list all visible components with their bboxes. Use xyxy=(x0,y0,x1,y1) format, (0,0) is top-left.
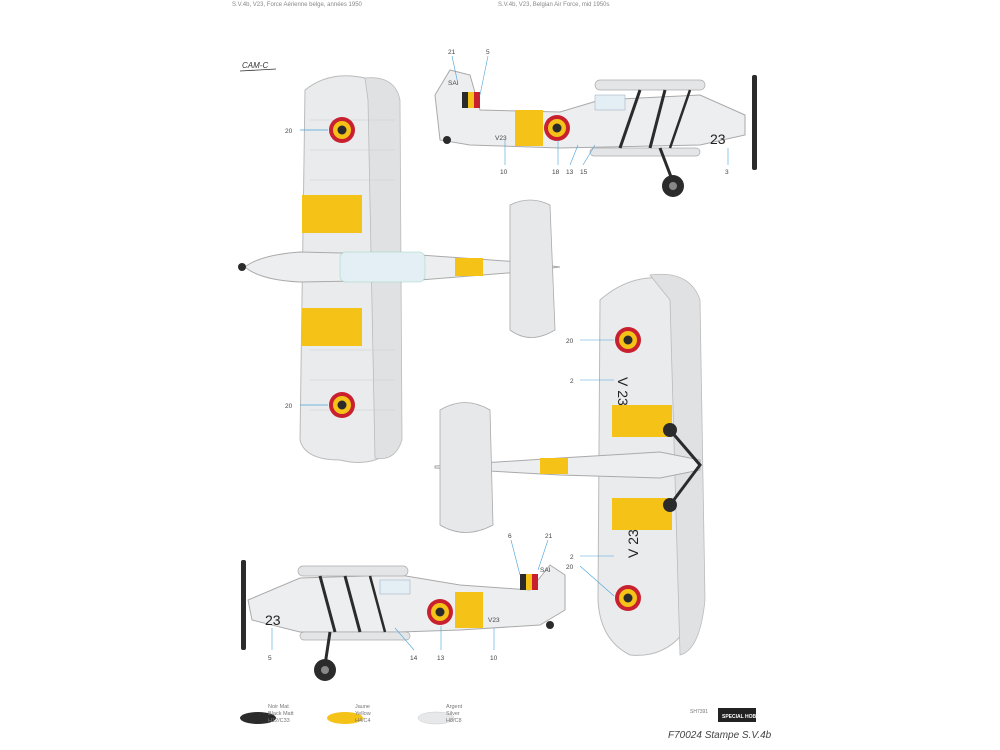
legend-1-line1: Jaune xyxy=(355,704,370,710)
callout-13-left: 13 xyxy=(437,655,445,662)
callout-14: 14 xyxy=(410,655,418,662)
paint-legend: Noir Mat Black Matt H12/C33 Jaune Yellow… xyxy=(240,704,463,725)
caption-right: S.V.4b, V23, Belgian Air Force, mid 1950… xyxy=(498,2,610,8)
callout-6: 6 xyxy=(508,533,512,540)
serial-bottom-upper: V 23 xyxy=(615,377,631,406)
legend-2-line1: Argent xyxy=(446,704,463,710)
serial-bottom-lower: V 23 xyxy=(625,529,641,558)
callout-20-bottomview: 20 xyxy=(566,338,574,345)
stamp-text: CAM-C xyxy=(242,61,268,70)
code-left: 23 xyxy=(265,612,281,628)
callout-2-upper: 2 xyxy=(570,378,574,385)
side-view-left: 23 V23 SAI 6 21 5 14 13 10 xyxy=(241,533,566,681)
legend-0-line2: Black Matt xyxy=(268,711,294,717)
side-view-right: 23 V23 SAI 21 5 10 18 13 15 3 xyxy=(434,49,757,197)
roundel-bottom-upper xyxy=(615,327,641,353)
roundel-side-left xyxy=(427,599,453,625)
caption-left: S.V.4b, V23, Force Aérienne belge, année… xyxy=(232,2,362,8)
legend-2-line2: Silver xyxy=(446,711,460,717)
legend-0-line1: Noir Mat xyxy=(268,704,289,710)
sheet-title: F70024 Stampe S.V.4b xyxy=(668,730,772,741)
callout-20-lower: 20 xyxy=(566,564,574,571)
legend-1-line2: Yellow xyxy=(355,711,371,717)
legend-0-line3: H12/C33 xyxy=(268,718,290,724)
roundel-top-lower xyxy=(329,392,355,418)
callout-3: 3 xyxy=(725,169,729,176)
callout-5-left: 5 xyxy=(268,655,272,662)
callout-21: 21 xyxy=(448,49,456,56)
roundel-side-right xyxy=(544,115,570,141)
brand-logo xyxy=(718,708,756,722)
roundel-top-upper xyxy=(329,117,355,143)
swatch-yellow xyxy=(327,712,363,724)
bottom-view: V 23 V 23 20 2 2 20 xyxy=(434,273,706,656)
callout-13: 13 xyxy=(566,169,574,176)
serial-left: V23 xyxy=(488,617,500,624)
serial-right: V23 xyxy=(495,135,507,142)
footer: SPECIAL HOBBY SH7391 F70024 Stampe S.V.4… xyxy=(668,708,772,741)
callout-20-top: 20 xyxy=(285,128,293,135)
callout-15: 15 xyxy=(580,169,588,176)
callout-10: 10 xyxy=(500,169,508,176)
legend-2-line3: H8/C8 xyxy=(446,718,462,724)
callout-18: 18 xyxy=(552,169,560,176)
callout-20-bottom: 20 xyxy=(285,403,293,410)
legend-1-line3: H4/C4 xyxy=(355,718,371,724)
swatch-black xyxy=(240,712,276,724)
brand-text: SPECIAL HOBBY xyxy=(722,714,764,720)
callout-5: 5 xyxy=(486,49,490,56)
tail-code-right: SAI xyxy=(448,80,459,87)
callout-2-lower: 2 xyxy=(570,554,574,561)
callout-10-left: 10 xyxy=(490,655,498,662)
kit-code: SH7391 xyxy=(690,709,708,715)
roundel-bottom-lower xyxy=(615,585,641,611)
code-right: 23 xyxy=(710,131,726,147)
tail-code-left: SAI xyxy=(540,567,551,574)
swatch-silver xyxy=(417,711,455,725)
callout-21-left: 21 xyxy=(545,533,553,540)
top-view: 20 20 xyxy=(238,75,561,463)
